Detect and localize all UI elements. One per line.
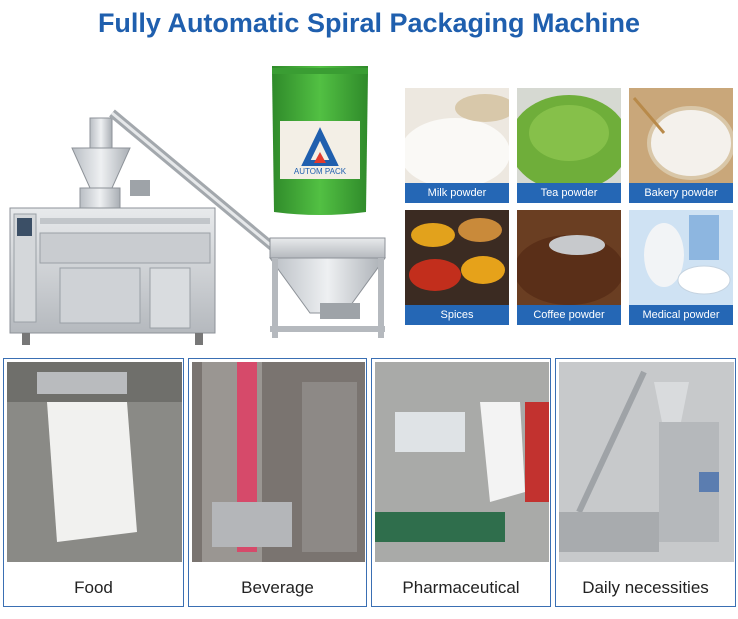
daily-necessities-application-photo [559,362,734,562]
milk-powder-image [405,88,509,183]
application-card-pharmaceutical: Pharmaceutical [371,358,551,607]
application-label: Pharmaceutical [402,578,520,597]
product-tile-coffee-powder: Coffee powder [517,210,621,325]
tea-powder-image [517,88,621,183]
bakery-powder-image [629,88,733,183]
coffee-powder-image [517,210,621,305]
beverage-application-photo [192,362,365,562]
product-label: Medical powder [629,305,733,325]
application-card-daily-necessities: Daily necessities [555,358,736,607]
product-label: Milk powder [405,183,509,203]
product-label: Tea powder [517,183,621,203]
product-tile-tea-powder: Tea powder [517,88,621,203]
food-application-photo [7,362,182,562]
pouch-brand-text: AUTOM PACK [294,167,347,176]
product-tile-medical-powder: Medical powder [629,210,733,325]
product-tile-spices: Spices [405,210,509,325]
spiral-packaging-machine-image [9,109,386,345]
application-label: Beverage [241,578,314,597]
product-label: Bakery powder [629,183,733,203]
application-card-beverage: Beverage [188,358,367,607]
product-label: Coffee powder [517,305,621,325]
product-pouch-image: AUTOM PACK [272,66,368,215]
application-card-food: Food [3,358,184,607]
page-title: Fully Automatic Spiral Packaging Machine [97,8,641,38]
application-label: Daily necessities [582,578,709,597]
application-label: Food [74,578,113,597]
pharmaceutical-application-photo [375,362,549,562]
product-label: Spices [405,305,509,325]
spices-image [405,210,509,305]
product-tile-milk-powder: Milk powder [405,88,509,203]
medical-powder-image [629,210,733,305]
product-tile-bakery-powder: Bakery powder [629,88,733,203]
